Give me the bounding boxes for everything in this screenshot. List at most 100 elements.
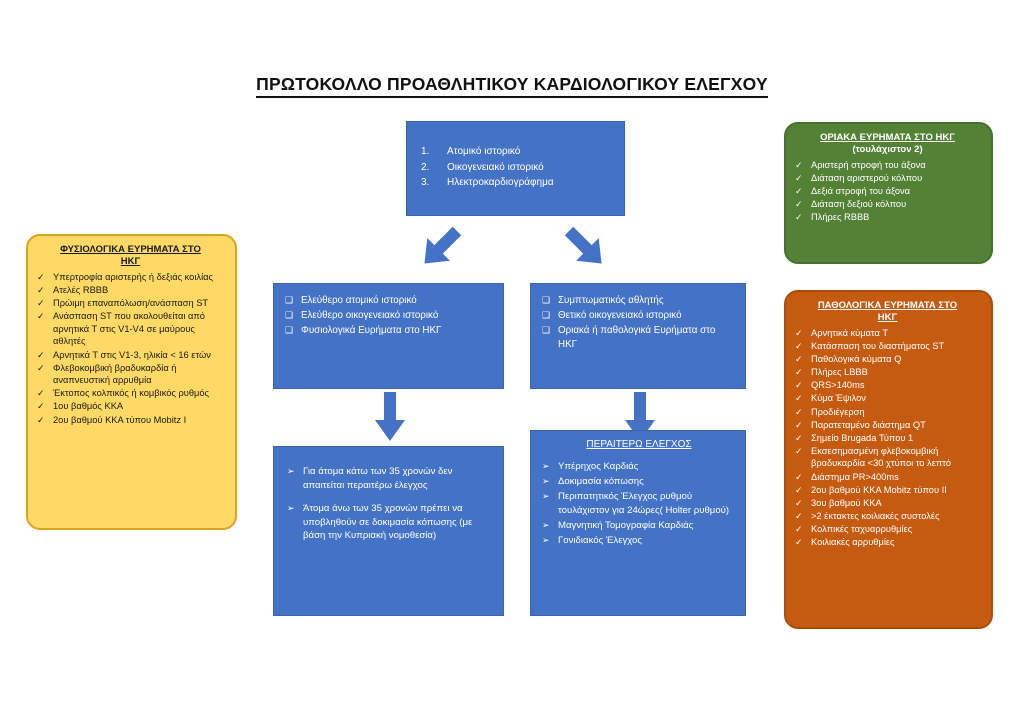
pathological-findings-item: ✓Παρατεταμένο διάστημα QT [794, 419, 981, 432]
borderline-findings-item: ✓ Διάταση αριστερού κόλπου [794, 172, 981, 185]
normal-branch-item: ❑Ελεύθερο ατομικό ιστορικό [284, 294, 495, 308]
normal-findings-title: ΦΥΣΙΟΛΟΓΙΚΑ ΕΥΡΗΜΑΤΑ ΣΤΟ ΗΚΓ [36, 244, 225, 268]
abnormal-branch-item: ❑Συμπτωματικός αθλητής [541, 294, 737, 308]
arrow-bullet-icon: ➢ [287, 503, 295, 513]
check-icon: ✓ [795, 367, 803, 378]
normal-findings-item: ✓ Φλεβοκομβική βραδυκαρδία ή αναπνευστική… [36, 362, 225, 387]
normal-findings-item: ✓2ου βαθμού ΚΚΑ τύπου Mobitz I [36, 414, 225, 427]
pathological-findings-item: ✓ Κολπικές ταχυαρρυθμίες [794, 523, 981, 536]
check-icon: ✓ [795, 354, 803, 365]
checkbox-icon: ❑ [542, 295, 551, 305]
initial-assessment-item: 3.Ηλεκτροκαρδιογράφημα [407, 175, 624, 191]
borderline-findings-item-label: Αριστερή στροφή του άξονα [811, 160, 926, 170]
age-advice-list: ➢Για άτομα κάτω των 35 χρονών δεν απαιτε… [286, 465, 493, 543]
check-icon: ✓ [795, 523, 803, 534]
pathological-findings-item: ✓ Πλήρες LBBB [794, 366, 981, 379]
normal-branch-list: ❑Ελεύθερο ατομικό ιστορικό❑Ελεύθερο οικο… [284, 294, 495, 338]
pathological-findings-list: ✓ Αρνητικά κύματα Τ ✓Κατάσπαση του διαστήμ… [794, 327, 981, 549]
normal-branch-item: ❑ Ελεύθερο οικογενειακό ιστορικό [284, 309, 495, 323]
page-title: ΠΡΩΤΟΚΟΛΛΟ ΠΡΟΑΘΛΗΤΙΚΟΥ ΚΑΡΔΙΟΛΟΓΙΚΟΥ ΕΛ… [0, 74, 1024, 98]
further-testing-item: ➢Γονιδιακός Έλεγχος [541, 534, 737, 548]
pathological-findings-item: ✓Κοιλιακές αρρυθμίες [794, 536, 981, 549]
pathological-findings-item-label: Πλήρες LBBB [811, 367, 868, 378]
check-icon: ✓ [37, 285, 45, 296]
check-icon: ✓ [37, 298, 45, 309]
normal-branch-item-label: Ελεύθερο οικογενειακό ιστορικό [301, 310, 439, 321]
borderline-findings-item-label: Πλήρες RBBB [811, 212, 870, 223]
borderline-findings-item: ✓ Πλήρες RBBB [794, 211, 981, 224]
further-testing-box: ΠΕΡΑΙΤΕΡΩ ΕΛΕΓΧΟΣ ➢Υπέρηχος Καρδιάς➢Δοκι… [530, 430, 746, 616]
check-icon: ✓ [37, 401, 45, 412]
borderline-findings-item: ✓Δεξιά στροφή του άξονα [794, 185, 981, 198]
borderline-findings-item: ✓Αριστερή στροφή του άξονα [794, 159, 981, 172]
normal-ecg-findings-box: ΦΥΣΙΟΛΟΓΙΚΑ ΕΥΡΗΜΑΤΑ ΣΤΟ ΗΚΓ ✓Υπερτροφία… [26, 234, 237, 530]
pathological-findings-item: ✓QRS>140ms [794, 379, 981, 392]
check-icon: ✓ [37, 362, 45, 373]
further-testing-item: ➢ Δοκιμασία κόπωσης [541, 475, 737, 489]
checkbox-icon: ❑ [285, 325, 294, 335]
arrow-down-right-icon [560, 222, 612, 274]
normal-findings-item-label: Ατελές RBBB [53, 285, 109, 296]
arrow-bullet-icon: ➢ [542, 476, 550, 486]
normal-branch-item-label: Φυσιολογικά Ευρήματα στο ΗΚΓ [301, 325, 442, 336]
pathological-findings-item: ✓ Παθολογικά κύματα Q [794, 353, 981, 366]
pathological-findings-item-label: Κοιλιακές αρρυθμίες [811, 537, 895, 547]
arrow-bullet-icon: ➢ [542, 491, 550, 501]
check-icon: ✓ [795, 471, 803, 482]
pathological-findings-item-label: Κύμα Έψιλον [811, 393, 866, 404]
normal-findings-item-label: Φλεβοκομβική βραδυκαρδία ή αναπνευστική … [53, 362, 177, 386]
normal-findings-item-label: Ανάσπαση ST που ακολουθείται από αρνητικ… [53, 311, 205, 347]
check-icon: ✓ [795, 497, 803, 508]
arrow-bullet-icon: ➢ [542, 461, 550, 471]
normal-findings-item: ✓ Πρώιμη επαναπόλωση/ανάσπαση ST [36, 297, 225, 310]
check-icon: ✓ [795, 419, 803, 430]
further-testing-item-label: Δοκιμασία κόπωσης [558, 476, 644, 487]
age-advice-item-label: Άτομα άνω των 35 χρονών πρέπει να υποβλη… [303, 503, 473, 541]
borderline-findings-title-line1: ΟΡΙΑΚΑ ΕΥΡΗΜΑΤΑ ΣΤΟ ΗΚΓ [820, 132, 955, 143]
borderline-findings-list: ✓Αριστερή στροφή του άξονα✓Διάταση αριστ… [794, 159, 981, 224]
pathological-findings-item-label: Αρνητικά κύματα Τ [811, 328, 889, 338]
pathological-findings-item-label: Κολπικές ταχυαρρυθμίες [811, 523, 913, 534]
borderline-findings-item-label: Διάταση αριστερού κόλπου [811, 173, 923, 184]
initial-assessment-item: 2.Οικογενειακό ιστορικό [407, 160, 624, 176]
page-title-text: ΠΡΩΤΟΚΟΛΛΟ ΠΡΟΑΘΛΗΤΙΚΟΥ ΚΑΡΔΙΟΛΟΓΙΚΟΥ ΕΛ… [256, 74, 768, 98]
checkbox-icon: ❑ [285, 295, 294, 305]
checkbox-icon: ❑ [285, 310, 294, 320]
pathological-findings-item: ✓Κατάσπαση του διαστήματος ST [794, 340, 981, 353]
pathological-findings-item: ✓Διάστημα PR>400ms [794, 471, 981, 484]
pathological-findings-item-label: Παθολογικά κύματα Q [811, 354, 902, 365]
borderline-findings-title-line2: (τουλάχιστον 2) [852, 144, 923, 155]
check-icon: ✓ [795, 173, 803, 184]
normal-findings-item: ✓Έκτοπος κολπικός ή κομβικός ρυθμός [36, 387, 225, 400]
normal-findings-item: ✓ Ανάσπαση ST που ακολουθείται από αρνητι… [36, 310, 225, 348]
further-testing-title-text: ΠΕΡΑΙΤΕΡΩ ΕΛΕΓΧΟΣ [586, 439, 692, 450]
arrow-bullet-icon: ➢ [287, 466, 295, 476]
further-testing-title: ΠΕΡΑΙΤΕΡΩ ΕΛΕΓΧΟΣ [541, 439, 737, 451]
check-icon: ✓ [37, 272, 45, 282]
normal-findings-item-label: Αρνητικά Τ στις V1-3, ηλικία < 16 ετών [53, 349, 211, 360]
further-testing-item: ➢ Μαγνητική Τομογραφία Καρδιάς [541, 519, 737, 533]
check-icon: ✓ [795, 393, 803, 404]
age-advice-box: ➢Για άτομα κάτω των 35 χρονών δεν απαιτε… [273, 446, 504, 616]
normal-findings-item: ✓Υπερτροφία αριστερής ή δεξιάς κοιλίας [36, 271, 225, 284]
arrow-down-icon-right [620, 392, 660, 442]
check-icon: ✓ [37, 311, 45, 322]
check-icon: ✓ [795, 406, 803, 417]
list-number: 1. [421, 146, 430, 157]
pathological-ecg-findings-box: ΠΑΘΟΛΟΓΙΚΑ ΕΥΡΗΜΑΤΑ ΣΤΟ ΗΚΓ ✓ Αρνητικά κύ… [784, 290, 993, 629]
pathological-findings-item: ✓Σημείο Brugada Τύπου 1 [794, 432, 981, 445]
pathological-findings-item-label: Προδιέγερση [811, 406, 865, 417]
arrow-bullet-icon: ➢ [542, 519, 550, 530]
further-testing-item-label: Μαγνητική Τομογραφία Καρδιάς [558, 519, 694, 531]
further-testing-item-label: Περιπατητικός Έλεγχος ρυθμού τουλάχιστον… [558, 491, 730, 516]
check-icon: ✓ [795, 212, 803, 223]
check-icon: ✓ [37, 414, 45, 425]
pathological-findings-item-label: 2ου βαθμού ΚΚΑ Mobitz τύπου II [811, 484, 947, 495]
abnormal-branch-item-label: Οριακά ή παθολογικά Ευρήματα στο ΗΚΓ [558, 325, 716, 350]
borderline-ecg-findings-box: ΟΡΙΑΚΑ ΕΥΡΗΜΑΤΑ ΣΤΟ ΗΚΓ (τουλάχιστον 2) … [784, 122, 993, 264]
normal-findings-item-label: Πρώιμη επαναπόλωση/ανάσπαση ST [53, 298, 209, 309]
check-icon: ✓ [795, 328, 803, 338]
pathological-findings-title: ΠΑΘΟΛΟΓΙΚΑ ΕΥΡΗΜΑΤΑ ΣΤΟ ΗΚΓ [794, 300, 981, 324]
initial-assessment-item: 1.Ατομικό ιστορικό [407, 144, 624, 160]
